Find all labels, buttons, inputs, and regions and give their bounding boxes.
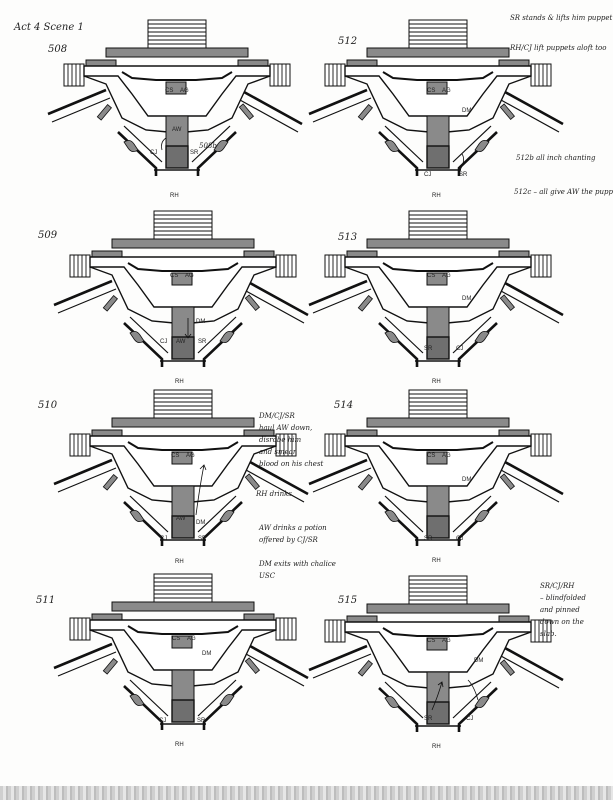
figure-label: CJ (424, 172, 431, 178)
figure-label: AW (176, 339, 186, 345)
note-line: haul AW down, (259, 424, 312, 432)
figure-label: DM (462, 477, 471, 483)
movement-arrow (184, 318, 192, 339)
figure-label: RH (175, 559, 184, 565)
ag-label: AG (186, 453, 195, 459)
figure-label: DM (462, 296, 471, 302)
note-line: and pinned (540, 606, 580, 614)
figure-label: DM (462, 108, 471, 114)
figure-label: CJ (160, 536, 167, 542)
panel-number: 512 (338, 36, 357, 47)
movement-arrow (459, 153, 464, 171)
figure-label: SR (198, 339, 207, 345)
note-line: USC (259, 572, 276, 580)
header-note: Act 4 Scene 1 (13, 22, 84, 33)
note-line: 512c – all give AW the puppet sticks (514, 188, 613, 196)
panel-number: 515 (338, 595, 357, 606)
figure-label: DM (196, 319, 205, 325)
cs-label: CS (171, 453, 179, 459)
panel-508-diagram (46, 18, 304, 178)
figure-label: RH (432, 379, 441, 385)
note-line: and smear (259, 448, 297, 456)
figure-label: SR (424, 536, 433, 542)
figure-label: RH (432, 744, 441, 750)
cs-label: CS (170, 273, 178, 279)
figure-label: SR (198, 536, 207, 542)
figure-label: CJ (456, 536, 463, 542)
figure-label: RH (432, 558, 441, 564)
note-line: RH drinks (255, 490, 292, 498)
movement-arrow (431, 681, 444, 711)
note-line: slab. (540, 630, 557, 638)
ag-label: AG (442, 453, 451, 459)
cs-label: CS (427, 638, 435, 644)
sketch-note: 508b (199, 142, 217, 150)
figure-label: RH (170, 193, 179, 199)
note-line: offered by CJ/SR (259, 536, 318, 544)
ag-label: AG (442, 638, 451, 644)
panel-number: 508 (48, 44, 67, 55)
ag-label: AG (187, 636, 196, 642)
figure-label: RH (175, 742, 184, 748)
panel-number: 511 (36, 595, 55, 606)
figure-label: CJ (456, 346, 463, 352)
cs-label: CS (165, 88, 173, 94)
note-line: DM exits with chalice (258, 560, 336, 568)
ag-label: AG (185, 273, 194, 279)
figure-label: RH (175, 379, 184, 385)
scan-edge (0, 786, 613, 800)
note-line: down on the (540, 618, 584, 626)
cs-label: CS (172, 636, 180, 642)
movement-arrow (467, 679, 479, 701)
note-line: SR/CJ/RH (540, 582, 575, 590)
figure-label: CJ (159, 718, 166, 724)
ag-label: AG (442, 273, 451, 279)
panel-511-diagram (52, 572, 310, 732)
figure-label: DM (196, 520, 205, 526)
figure-label: SR (424, 716, 433, 722)
note-line: 512b all inch chanting (516, 154, 596, 162)
movement-arrow (161, 137, 167, 151)
figure-label: SR (190, 150, 199, 156)
note-line: blood on his chest (259, 460, 324, 468)
figure-label: DM (202, 651, 211, 657)
cs-label: CS (427, 88, 435, 94)
panel-number: 513 (338, 232, 357, 243)
figure-label: SR (459, 172, 468, 178)
figure-label: CJ (150, 150, 157, 156)
figure-label: RH (432, 193, 441, 199)
ag-label: AG (442, 88, 451, 94)
panel-514-diagram (307, 388, 565, 548)
figure-label: DM (474, 658, 483, 664)
panel-number: 509 (38, 230, 58, 241)
note-line: – blindfolded (540, 594, 586, 602)
note-line: RH/CJ lift puppets aloft too (509, 44, 606, 52)
figure-label: AW (176, 516, 186, 522)
ag-label: AG (180, 88, 189, 94)
figure-label: SR (424, 346, 433, 352)
note-line: SR stands & lifts him puppet (510, 14, 613, 22)
figure-label: AW (172, 127, 182, 133)
note-line: DM/CJ/SR (258, 412, 295, 420)
figure-label: CJ (160, 339, 167, 345)
cs-label: CS (427, 453, 435, 459)
note-line: disrobe him (259, 436, 301, 444)
panel-number: 510 (38, 400, 58, 411)
figure-label: SR (197, 718, 206, 724)
panel-number: 514 (334, 400, 353, 411)
cs-label: CS (427, 273, 435, 279)
note-line: AW drinks a potion (258, 524, 327, 532)
movement-arrow (195, 464, 207, 516)
figure-label: CJ (466, 716, 473, 722)
